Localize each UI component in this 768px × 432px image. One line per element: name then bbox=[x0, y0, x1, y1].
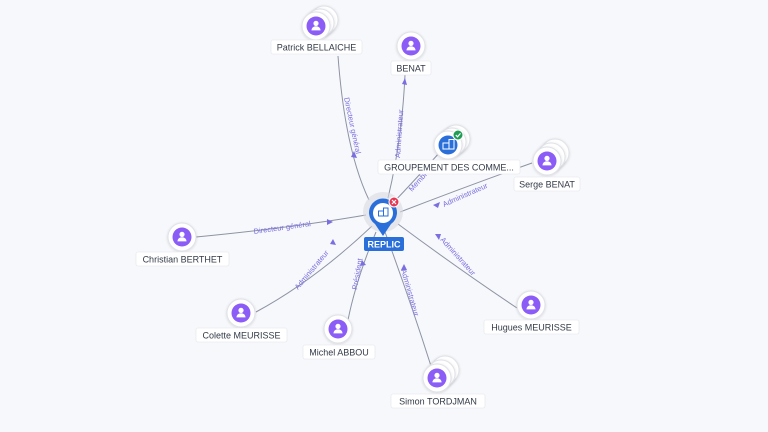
edge-label-patrick: Directeur général bbox=[342, 97, 363, 155]
arrow-icon bbox=[327, 219, 333, 225]
node-patrick[interactable]: Patrick BELLAICHE bbox=[270, 5, 363, 55]
node-michel[interactable]: Michel ABBOU bbox=[302, 314, 376, 360]
edge-label-benat: Administrateur bbox=[393, 109, 405, 158]
arrow-icon bbox=[402, 78, 407, 85]
node-groupement[interactable]: GROUPEMENT DES COMME... bbox=[377, 124, 521, 175]
person-icon bbox=[231, 303, 251, 323]
building-icon bbox=[438, 135, 458, 155]
arrow-icon bbox=[351, 151, 357, 158]
node-label-patrick: Patrick BELLAICHE bbox=[277, 43, 357, 53]
node-label-benat: BENAT bbox=[396, 64, 426, 74]
edge-christian[interactable]: Directeur général bbox=[195, 214, 367, 238]
edge-label-colette: Administrateur bbox=[293, 248, 331, 291]
node-benat[interactable]: BENAT bbox=[390, 31, 432, 76]
building-icon bbox=[378, 207, 389, 217]
edge-label-hugues: Administrateur bbox=[439, 235, 478, 277]
node-label-hugues: Hugues MEURISSE bbox=[491, 323, 572, 333]
person-icon bbox=[427, 368, 447, 388]
node-label-colette: Colette MEURISSE bbox=[202, 331, 280, 341]
person-icon bbox=[537, 151, 557, 171]
person-icon bbox=[306, 16, 326, 36]
node-label-christian: Christian BERTHET bbox=[143, 255, 223, 265]
arrow-icon bbox=[360, 260, 366, 266]
edge-label-christian: Directeur général bbox=[253, 219, 312, 236]
center-node[interactable]: REPLIC bbox=[363, 192, 404, 251]
person-icon bbox=[401, 36, 421, 56]
node-label-groupement: GROUPEMENT DES COMME... bbox=[384, 163, 514, 173]
node-label-michel: Michel ABBOU bbox=[309, 348, 369, 358]
edge-simon[interactable]: Administrateur bbox=[384, 231, 432, 367]
person-icon bbox=[328, 319, 348, 339]
node-christian[interactable]: Christian BERTHET bbox=[135, 222, 230, 267]
node-label-serge: Serge BENAT bbox=[519, 180, 575, 190]
edge-benat[interactable]: Administrateur bbox=[387, 74, 407, 199]
nodes: Patrick BELLAICHE BENAT bbox=[135, 5, 581, 409]
arrow-icon bbox=[433, 202, 440, 208]
node-colette[interactable]: Colette MEURISSE bbox=[195, 298, 288, 343]
edge-label-simon: Administrateur bbox=[399, 268, 421, 317]
person-icon bbox=[521, 295, 541, 315]
person-icon bbox=[172, 227, 192, 247]
closed-x-badge-icon bbox=[388, 196, 400, 208]
arrow-icon bbox=[330, 239, 336, 245]
edge-label-serge: Administrateur bbox=[441, 181, 489, 209]
edge-patrick[interactable]: Directeur général bbox=[337, 55, 370, 201]
verified-check-icon bbox=[452, 129, 464, 141]
node-simon[interactable]: Simon TORDJMAN bbox=[390, 355, 486, 409]
node-label-simon: Simon TORDJMAN bbox=[399, 397, 477, 407]
arrow-icon bbox=[435, 234, 441, 240]
node-hugues[interactable]: Hugues MEURISSE bbox=[483, 290, 580, 335]
node-serge[interactable]: Serge BENAT bbox=[513, 138, 581, 192]
center-label: REPLIC bbox=[367, 240, 401, 250]
arrow-icon bbox=[401, 264, 407, 270]
